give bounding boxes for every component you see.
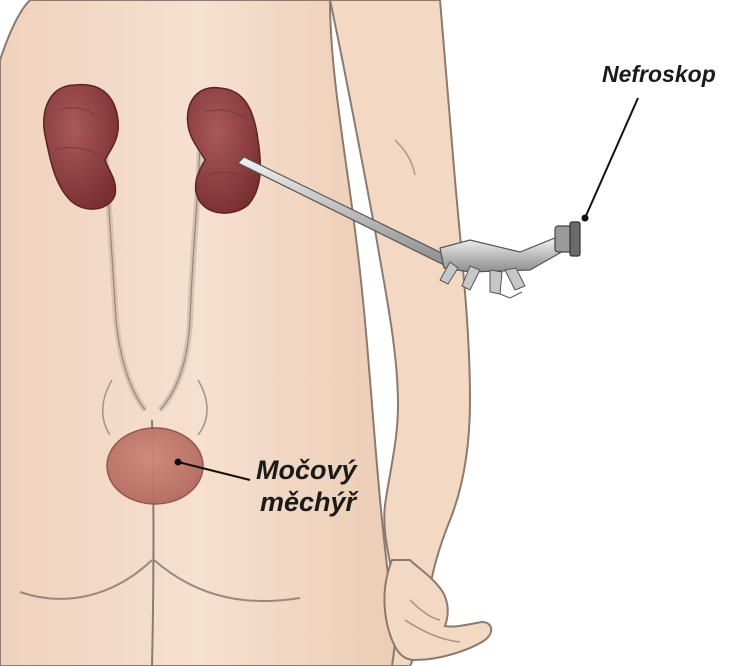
right-kidney bbox=[187, 88, 260, 213]
bladder bbox=[107, 428, 203, 504]
bladder-label-line2: měchýř bbox=[260, 488, 357, 518]
bladder-label-line1: Močový bbox=[256, 456, 357, 486]
nephroscope-label: Nefroskop bbox=[602, 62, 716, 87]
hand bbox=[384, 560, 491, 660]
nephroscope-pointer bbox=[585, 98, 638, 218]
bladder-label: Močový měchýř bbox=[256, 456, 357, 517]
